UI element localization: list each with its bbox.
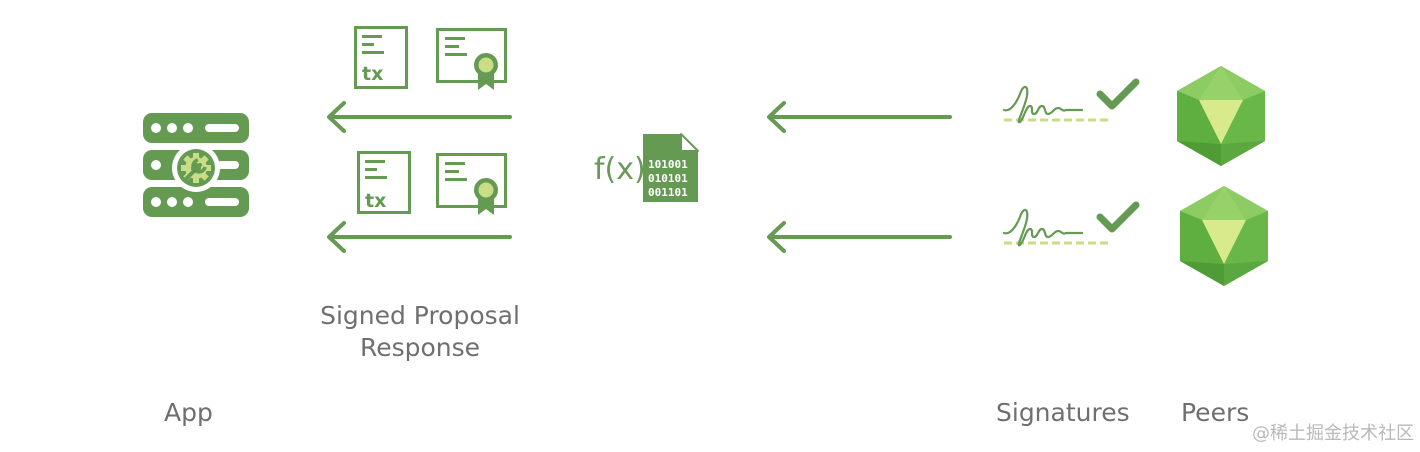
certificate-icon (436, 28, 507, 92)
signature-check-icon (1004, 82, 1136, 122)
tx-label: tx (365, 190, 386, 212)
certificate-icon (436, 153, 507, 217)
signature-check-icon (1004, 205, 1136, 245)
app-server-icon (143, 113, 249, 217)
binary-row: 010101 (648, 172, 688, 185)
tx-label: tx (362, 63, 383, 85)
watermark: @稀土掘金技术社区 (1252, 423, 1414, 444)
peer-crystal-icon (1180, 186, 1268, 286)
chaincode-function-label: f(x) (594, 152, 646, 187)
response-label-line2: Response (359, 333, 481, 362)
peer-crystal-icon (1177, 66, 1265, 166)
arrow-left-icon (327, 221, 512, 253)
app-label: App (164, 398, 213, 427)
chaincode-file-icon: 101001 010101 001101 (643, 133, 699, 202)
binary-row: 101001 (648, 158, 688, 171)
binary-row: 001101 (648, 186, 688, 199)
arrow-left-icon (767, 221, 952, 253)
arrow-left-icon (327, 101, 512, 133)
response-label-line1: Signed Proposal (320, 301, 520, 330)
peers-label: Peers (1181, 398, 1250, 427)
signatures-label: Signatures (996, 398, 1130, 427)
arrow-left-icon (767, 101, 952, 133)
